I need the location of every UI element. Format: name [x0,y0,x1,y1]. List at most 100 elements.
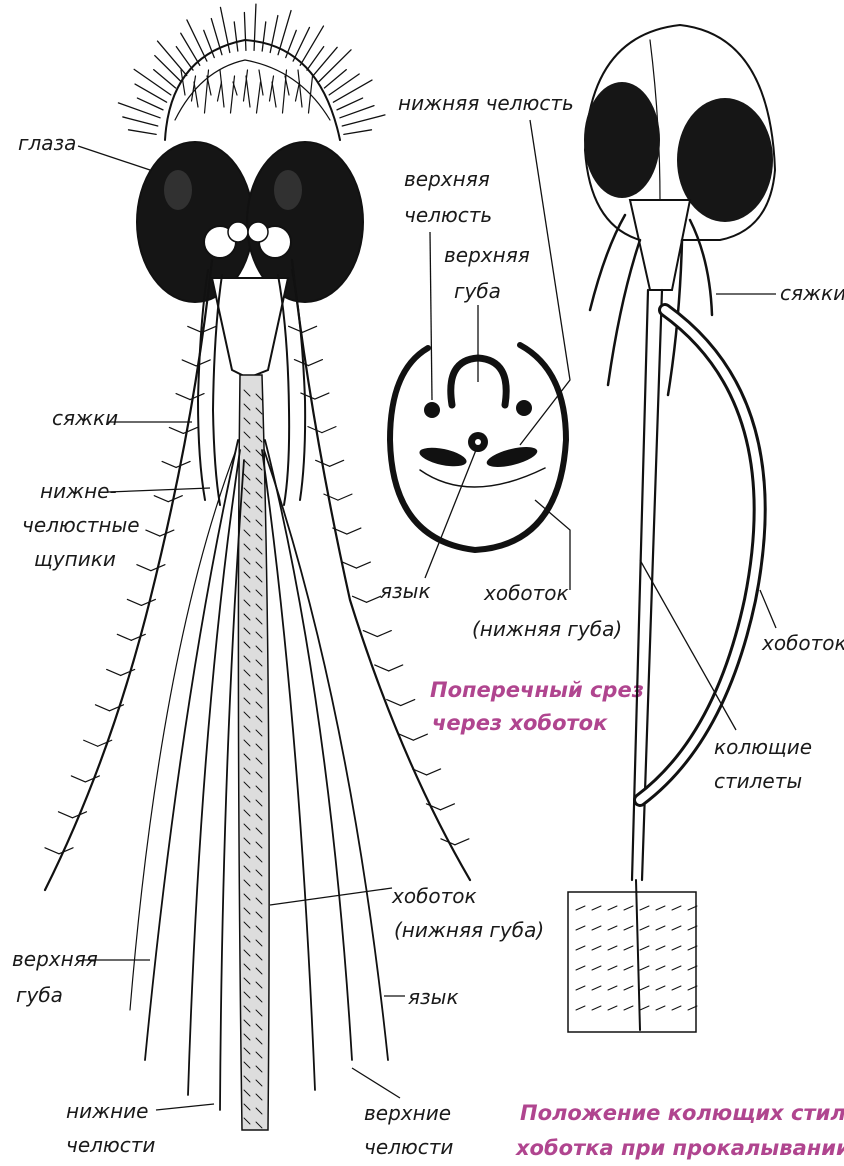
label-maxillae-2: челюсти [66,1133,155,1157]
right-palp-left [608,240,640,385]
antenna-whorl [168,496,182,502]
label-section-maxilla: нижняя челюсть [398,91,574,115]
label-labrum-left-1: верхняя [12,947,98,971]
antenna-right [289,260,470,880]
skin-block [568,892,696,1032]
antenna-whorl [303,326,317,332]
antenna-whorl [308,360,322,366]
bristle [187,20,207,61]
label-proboscis-left-2: (нижняя губа) [394,918,544,942]
label-palps-line2: челюстные [22,513,140,537]
section-mandible-right [516,400,532,416]
bristle [157,41,186,75]
antenna-whorl [367,596,381,602]
bristle [246,76,250,107]
label-eyes: глаза [18,131,76,155]
maxilla-stylet-left [188,450,240,1095]
labrum-stylet [145,440,238,1060]
bristle [123,117,158,126]
antenna-whorl [426,804,440,810]
antenna-whorl [45,848,59,854]
label-right-stylets-2: стилеты [714,769,802,793]
bristle [231,76,235,113]
section-labium-groove [420,468,545,487]
eye-highlight [274,170,302,210]
bristle [319,50,351,82]
antenna-whorl [162,461,176,467]
antenna-whorl [154,496,168,502]
bristle [344,130,372,135]
label-proboscis-left-1: хоботок [391,884,477,908]
antenna-whorl [353,596,367,602]
right-head-figure [568,25,775,1032]
caption-cross-section-1: Поперечный срез [430,678,644,702]
antenna-whorl [71,776,85,782]
bristle [194,82,198,107]
label-mandibles-1: верхние [364,1101,451,1125]
section-mandible-left [424,402,440,418]
caption-piercing-1: Положение колющих стилетов и [520,1101,844,1125]
bristle [181,33,200,65]
section-salivary-duct [475,439,481,445]
antenna-whorl [338,494,352,500]
antenna-whorl [322,427,336,433]
antenna-whorl [440,804,454,810]
label-section-proboscis-1: хоботок [483,581,569,605]
antenna-whorl [59,848,73,854]
bristle [333,80,372,102]
label-section-labrum-2: губа [454,279,501,303]
antenna-whorl [131,634,145,640]
label-right-stylets-1: колющие [714,735,812,759]
antenna-whorl [375,665,389,671]
antenna-whorl [427,769,441,775]
label-labrum-left-2: губа [16,983,63,1007]
label-tongue-left: язык [408,985,459,1009]
right-figure-eye-right [677,98,773,222]
label-section-mandible-2: челюсть [404,203,492,227]
antenna-socket [228,222,248,242]
bristle [262,22,266,51]
section-maxilla-right [485,443,539,471]
label-right-antennae: сяжки [780,281,844,305]
antenna-whorl [95,705,109,711]
bristle [296,82,300,101]
bristle [329,74,359,95]
label-section-mandible-1: верхняя [404,167,490,191]
bristle [137,98,163,110]
antenna-whorl [98,740,112,746]
antenna-socket [248,222,268,242]
antenna-whorl [342,562,356,568]
antenna-whorl [347,528,361,534]
antenna-whorl [169,427,183,433]
bristle [337,98,363,110]
antenna-whorl [330,460,344,466]
antenna-whorl [301,393,315,399]
antenna-whorl [137,565,151,571]
antenna-whorl [107,669,121,675]
bristle [300,26,323,65]
antenna-whorl [377,631,391,637]
bristle [155,56,181,82]
antenna-whorl [363,631,377,637]
bristle [342,115,385,126]
section-maxilla-left [418,444,468,470]
bristle [313,47,337,75]
hypopharynx-stylet [264,450,388,1060]
clypeus [212,278,288,378]
caption-cross-section-2: через хоботок [432,711,608,735]
label-section-labrum-1: верхняя [444,243,530,267]
bristle [340,106,374,118]
label-section-proboscis-2: (нижняя губа) [472,617,622,641]
label-section-tongue: язык [380,579,431,603]
label-palps-line1: нижне- [40,479,117,503]
bristle [234,22,238,51]
antenna-whorl [176,394,190,400]
antenna-whorl [356,562,370,568]
label-right-proboscis: хоботок [761,631,844,655]
antenna-whorl [109,705,123,711]
antenna-whorl [455,839,469,845]
antenna-whorl [401,700,415,706]
head-hairy-cap [165,40,340,140]
antenna-whorl [389,665,403,671]
antenna-whorl [188,326,202,332]
